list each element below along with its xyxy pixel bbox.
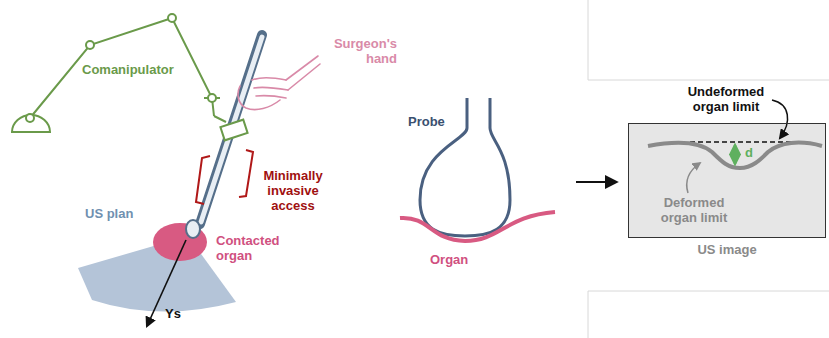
label-text: Contacted organ bbox=[216, 233, 288, 263]
surgeons-hand bbox=[238, 56, 320, 110]
label-text: Organ bbox=[430, 252, 468, 267]
panel-caption: US image bbox=[629, 242, 825, 257]
label-text: Ys bbox=[165, 306, 181, 321]
ys-axis bbox=[147, 240, 186, 326]
deformed-leader bbox=[687, 163, 700, 193]
d-arrow bbox=[734, 145, 737, 164]
label-text: d bbox=[745, 145, 753, 160]
access-bracket bbox=[196, 150, 253, 204]
frame-lines bbox=[588, 0, 829, 338]
probe-shaft bbox=[200, 35, 262, 224]
deformed-limit bbox=[648, 143, 822, 168]
label-text: Deformed organ limit bbox=[652, 195, 736, 225]
transition-arrow bbox=[576, 181, 616, 183]
undeformed-leader bbox=[772, 100, 788, 138]
comanipulator-arm bbox=[12, 14, 226, 132]
probe-tip bbox=[186, 220, 200, 238]
undeformed-limit bbox=[690, 141, 792, 143]
label-text: Minimally invasive access bbox=[258, 168, 328, 213]
us-image-ground bbox=[628, 123, 826, 238]
gripper bbox=[220, 120, 247, 141]
label-text: Surgeon's hand bbox=[325, 36, 397, 66]
label-text: Comanipulator bbox=[82, 62, 174, 77]
label-text: Undeformed organ limit bbox=[680, 84, 772, 114]
organ-surface bbox=[400, 212, 555, 241]
probe-shaft-inner bbox=[201, 37, 262, 222]
label-text: US plan bbox=[85, 206, 133, 221]
label-text: Probe bbox=[408, 114, 445, 129]
